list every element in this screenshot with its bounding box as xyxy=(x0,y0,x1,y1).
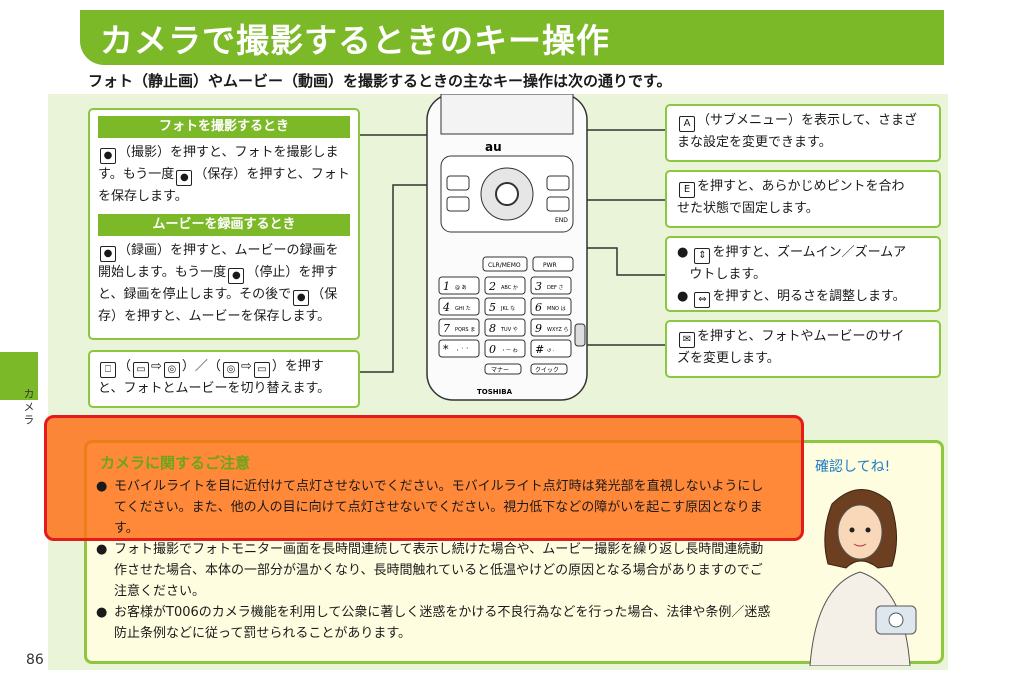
keypad-sub-label: PQRS ま xyxy=(455,327,475,333)
center-key xyxy=(495,182,519,206)
left-right-key-icon: ⇔ xyxy=(694,292,711,308)
confirm-callout: 確認してね! xyxy=(815,459,891,475)
brand-logo: au xyxy=(485,140,502,154)
camera-icon: ◎ xyxy=(222,362,239,378)
keypad-digit: 2 xyxy=(488,280,496,293)
keypad-key xyxy=(484,318,526,337)
chapter-tab xyxy=(0,352,38,400)
caution-item: ●お客様がT006のカメラ機能を利用して公衆に著しく迷惑をかける不良行為などを行… xyxy=(96,605,771,641)
caution-item: ●フォト撮影でフォトモニター画面を長時間連続して表示し続けた場合や、ムービー撮影… xyxy=(96,542,764,599)
end-key-label: END xyxy=(555,217,568,224)
keypad-sub-label: ↺ · xyxy=(547,348,555,354)
keypad-key xyxy=(438,339,480,358)
keypad-digit: 1 xyxy=(443,280,450,293)
intro-text: フォト（静止画）やムービー（動画）を撮影するときの主なキー操作は次の通りです。 xyxy=(88,72,672,90)
caution-title: カメラに関するご注意 xyxy=(100,454,251,472)
mail-key-icon: ✉ xyxy=(679,332,695,348)
zoom-box: ● ⇕を押すと、ズームイン／ズームア ウトします。● ⇔を押すと、明るさを調整し… xyxy=(665,236,941,312)
keypad-digit: 5 xyxy=(489,301,496,314)
keypad-sub-label: WXYZ ら xyxy=(547,327,568,333)
caution-item: ●モバイルライトを目に近付けて点灯させないでください。モバイルライト点灯時は発光… xyxy=(96,479,764,536)
quick-key-label: クイック xyxy=(535,367,559,374)
page-title: カメラで撮影するときのキー操作 xyxy=(100,21,610,60)
keypad-sub-label: MNO は xyxy=(547,306,566,312)
keypad-sub-label: ・ ゛゜ xyxy=(455,348,472,354)
keypad-key xyxy=(530,297,572,316)
keypad-digit: 8 xyxy=(489,322,496,335)
photo-movie-box: フォトを撮影するとき ●（撮影）を押すと、フォトを撮影しま す。もう一度●（保存… xyxy=(88,108,360,340)
switch-box: ⎕（▭⇨◎）／（◎⇨▭）を押す と、フォトとムービーを切り替えます。 xyxy=(88,350,360,408)
keypad-key xyxy=(484,276,526,295)
chapter-label: カメラ xyxy=(22,388,35,427)
camera-icon: ◎ xyxy=(163,362,180,378)
center-key-icon: ● xyxy=(100,148,116,164)
photo-header: フォトを撮影するとき xyxy=(98,116,350,138)
page-number: 86 xyxy=(26,652,44,668)
video-camera-icon: ▭ xyxy=(133,362,150,378)
maker-logo: TOSHIBA xyxy=(477,388,513,396)
caution-list: ●モバイルライトを目に近付けて点灯させないでください。モバイルライト点灯時は発光… xyxy=(96,476,772,644)
submenu-box: A（サブメニュー）を表示して、さまざまな設定を変更できます。 xyxy=(665,104,941,162)
keypad-sub-label: ABC か xyxy=(501,284,518,291)
keypad-sub-label: JKL な xyxy=(500,305,515,312)
highlight-annotation xyxy=(44,415,804,541)
keypad-sub-label: DEF さ xyxy=(547,284,563,291)
movie-header: ムービーを録画するとき xyxy=(98,214,350,236)
clr-key xyxy=(482,256,528,272)
manner-key xyxy=(484,363,522,375)
keypad-sub-label: ・ー わ xyxy=(501,347,518,354)
phone-illustration: au END CLR/MEMO PWR 1 @ あ 2 ABC か 3 DEF さ 4 GHI た… xyxy=(426,94,588,401)
keypad-sub-label: TUV や xyxy=(500,326,518,333)
center-key-icon: ● xyxy=(176,170,193,186)
quick-key xyxy=(530,363,568,375)
power-key-label: PWR xyxy=(543,262,557,269)
keypad-digit: 7 xyxy=(443,322,450,335)
keypad-digit: 3 xyxy=(535,280,542,293)
photo-text: ●（撮影）を押すと、フォトを撮影しま す。もう一度●（保存）を押すと、フォト を… xyxy=(98,145,350,204)
focus-key-icon: E xyxy=(679,182,695,198)
center-key-icon: ● xyxy=(100,246,116,262)
keypad-key xyxy=(530,276,572,295)
keypad-digit: # xyxy=(535,343,544,356)
keypad: CLR/MEMO PWR 1 @ あ 2 ABC か 3 DEF さ 4 GHI た 5 JKL な 6… xyxy=(438,256,574,375)
title-banner xyxy=(80,10,944,65)
movie-text: ●（録画）を押すと、ムービーの録画を 開始します。もう一度●（停止）を押す と、… xyxy=(98,243,339,324)
center-key-icon: ● xyxy=(228,268,245,284)
keypad-sub-label: @ あ xyxy=(455,285,467,291)
up-down-key-icon: ⇕ xyxy=(694,248,711,264)
keypad-digit: * xyxy=(443,343,449,356)
keypad-key xyxy=(484,339,526,358)
keypad-digit: 0 xyxy=(489,343,496,356)
book-key-icon: ⎕ xyxy=(100,362,116,378)
submenu-key-icon: A xyxy=(679,116,695,132)
keypad-digit: 6 xyxy=(535,301,542,314)
keypad-key xyxy=(438,276,480,295)
power-key xyxy=(532,256,574,272)
keypad-digit: 4 xyxy=(442,301,450,314)
video-camera-icon: ▭ xyxy=(253,362,270,378)
keypad-key xyxy=(484,297,526,316)
keypad-sub-label: GHI た xyxy=(455,306,471,312)
keypad-key xyxy=(438,297,480,316)
center-key-icon: ● xyxy=(293,290,310,306)
keypad-digit: 9 xyxy=(535,322,542,335)
clr-key-label: CLR/MEMO xyxy=(488,262,521,269)
girl-illustration xyxy=(809,489,917,666)
size-box: ✉を押すと、フォトやムービーのサイズを変更します。 xyxy=(665,320,941,378)
keypad-key xyxy=(530,318,572,337)
manner-key-label: マナー xyxy=(491,367,509,374)
keypad-key xyxy=(530,339,572,358)
keypad-key xyxy=(438,318,480,337)
